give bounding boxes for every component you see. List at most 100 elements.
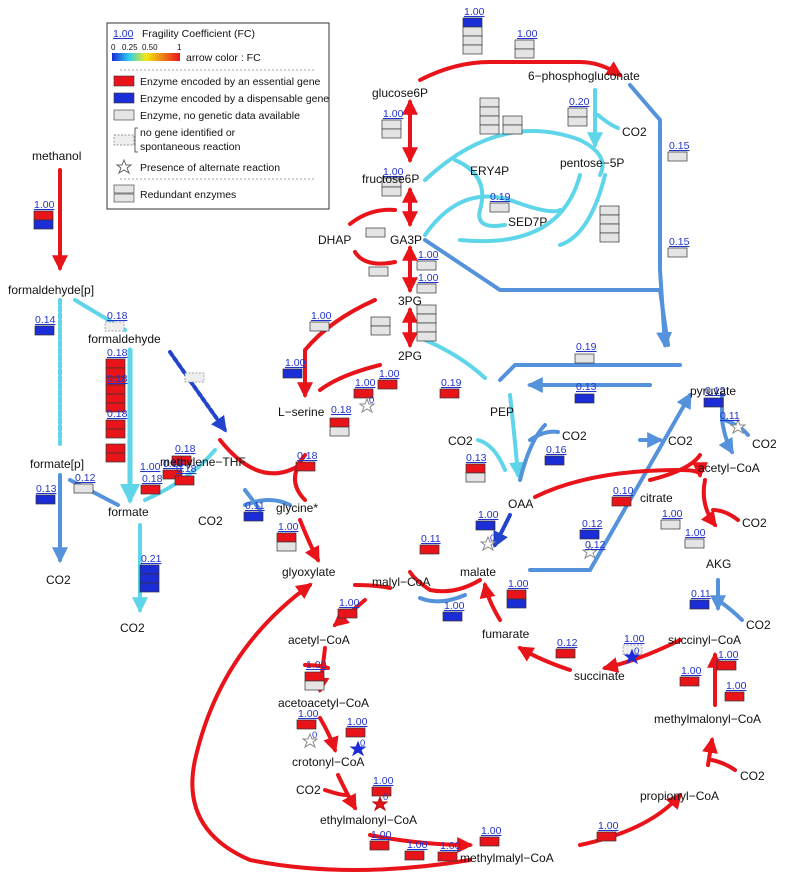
- redundant-enzyme-box: [567, 107, 588, 127]
- enzyme-box: [296, 719, 317, 730]
- arrow-methylene-serine: [218, 438, 302, 476]
- fc-label: 1.00: [681, 665, 702, 677]
- no-data-enzyme: [479, 124, 500, 135]
- no-data-enzyme: [489, 202, 510, 213]
- zero-label: 0: [490, 533, 495, 544]
- no-data-enzyme: [416, 283, 437, 294]
- no-data-enzyme: [684, 538, 705, 549]
- legend-dispensable-label: Enzyme encoded by a dispensable gene: [140, 93, 329, 105]
- fc-label: 0.11: [691, 588, 711, 600]
- no-data-enzyme: [381, 186, 402, 197]
- metabolite-co2-e: CO2: [448, 434, 473, 448]
- no-data-enzyme: [479, 106, 500, 117]
- dispensable-enzyme: [139, 582, 160, 593]
- redundant-enzyme-box: [465, 463, 486, 483]
- arrow-akg-succinyl-co2: [716, 598, 744, 622]
- essential-enzyme: [304, 671, 325, 682]
- essential-enzyme: [437, 851, 458, 862]
- essential-enzyme: [171, 455, 192, 466]
- no-gene-enzyme: [622, 644, 643, 655]
- fc-label: 0.14: [35, 314, 56, 326]
- metabolite-co2-d: CO2: [622, 125, 647, 139]
- dispensable-enzyme: [33, 219, 54, 230]
- fc-label: 0.18: [107, 373, 128, 385]
- arrow-oaa-malate: [493, 513, 512, 548]
- star-icon: [581, 543, 599, 560]
- metabolite-methylmalonylcoa: methylmalonyl−CoA: [654, 712, 761, 726]
- redundant-enzyme-box: [105, 384, 126, 413]
- essential-enzyme: [105, 402, 126, 413]
- arrow-pep-oaa-co2: [476, 438, 507, 472]
- enzyme-box: [544, 455, 565, 466]
- arrow-pgl-co2: [596, 113, 620, 130]
- essential-enzyme: [369, 840, 390, 851]
- fc-label: 1.00: [444, 600, 465, 612]
- no-gene-enzyme: [104, 321, 125, 332]
- arrow-ppp-fructose-pentose: [423, 129, 605, 182]
- essential-enzyme: [105, 393, 126, 404]
- metabolite-malylcoa: malyl−CoA: [372, 575, 430, 589]
- essential-enzyme: [105, 443, 126, 454]
- fc-label: 0.12: [582, 518, 603, 530]
- fc-label: 1.00: [464, 6, 485, 18]
- metabolite-methylmalylcoa: methylmalyl−CoA: [460, 851, 554, 865]
- metabolite-acetylcoa-tca: acetyl−CoA: [698, 461, 760, 475]
- enzyme-box: [243, 511, 264, 522]
- redundant-enzyme-box: [329, 417, 350, 437]
- arrow-acetyl-acetoacetyl-side: [303, 663, 330, 670]
- legend-nodata-label: Enzyme, no genetic data available: [140, 110, 300, 122]
- fc-label: 0.19: [576, 341, 597, 353]
- arrow-pep-pyruvate: [498, 363, 682, 382]
- dispensable-enzyme: [442, 611, 463, 622]
- arrow-propionyl-co2: [710, 758, 737, 772]
- enzyme-box: [475, 520, 496, 531]
- dispensable-enzyme: [579, 529, 600, 540]
- enzyme-box: [579, 529, 600, 540]
- essential-enzyme: [404, 850, 425, 861]
- essential-enzyme: [140, 484, 161, 495]
- fc-label: 0.12: [557, 637, 578, 649]
- enzyme-box: [555, 648, 576, 659]
- enzyme-box: [489, 202, 510, 213]
- essential-enzyme: [353, 388, 374, 399]
- fc-label: 0.18: [175, 443, 196, 455]
- metabolite-formaldehyde: formaldehyde: [88, 332, 161, 346]
- enzyme-boxes: [33, 17, 745, 862]
- legend-arrow-color: arrow color : FC: [186, 52, 261, 64]
- fc-label: 0.18: [176, 463, 197, 475]
- legend-color-scale: [112, 53, 180, 61]
- essential-enzyme: [105, 384, 126, 395]
- dispensable-enzyme: [243, 511, 264, 522]
- no-data-enzyme: [599, 223, 620, 234]
- fc-label: 0.10: [613, 485, 634, 497]
- fc-label: 1.00: [685, 527, 706, 539]
- star-icon: [623, 648, 641, 665]
- no-data-enzyme: [416, 322, 437, 333]
- no-data-enzyme: [368, 266, 389, 277]
- dispensable-enzyme: [35, 494, 56, 505]
- arrow-malate-malyl: [408, 570, 482, 594]
- arrow-ethyl-co2: [323, 788, 348, 797]
- essential-enzyme: [555, 648, 576, 659]
- no-data-enzyme: [567, 107, 588, 118]
- essential-enzyme: [716, 660, 737, 671]
- enzyme-box: [442, 611, 463, 622]
- fc-label: 0.12: [75, 472, 96, 484]
- arrow-propionyl-methylmalonyl: [702, 736, 718, 767]
- metabolite-phosphogluconate: 6−phosphogluconate: [528, 69, 640, 83]
- metabolite-co2-b: CO2: [120, 621, 145, 635]
- arrow-formaldehyde-methylene: [168, 350, 227, 433]
- metabolite-glycine: glycine*: [276, 501, 318, 515]
- fc-label: 0.13: [36, 483, 57, 495]
- arrow-2pg-pep: [423, 338, 487, 380]
- star-icon: [349, 740, 367, 757]
- metabolite-co2-k: CO2: [296, 783, 321, 797]
- no-data-enzyme: [416, 313, 437, 324]
- legend-redundant-swatch-a: [113, 184, 135, 194]
- fc-label: 1.00: [726, 680, 747, 692]
- essential-enzyme: [105, 358, 126, 369]
- legend-nogene-label-2: spontaneous reaction: [140, 141, 241, 153]
- arrow-ppp-pentose-sed: [558, 173, 607, 247]
- essential-enzyme: [105, 452, 126, 463]
